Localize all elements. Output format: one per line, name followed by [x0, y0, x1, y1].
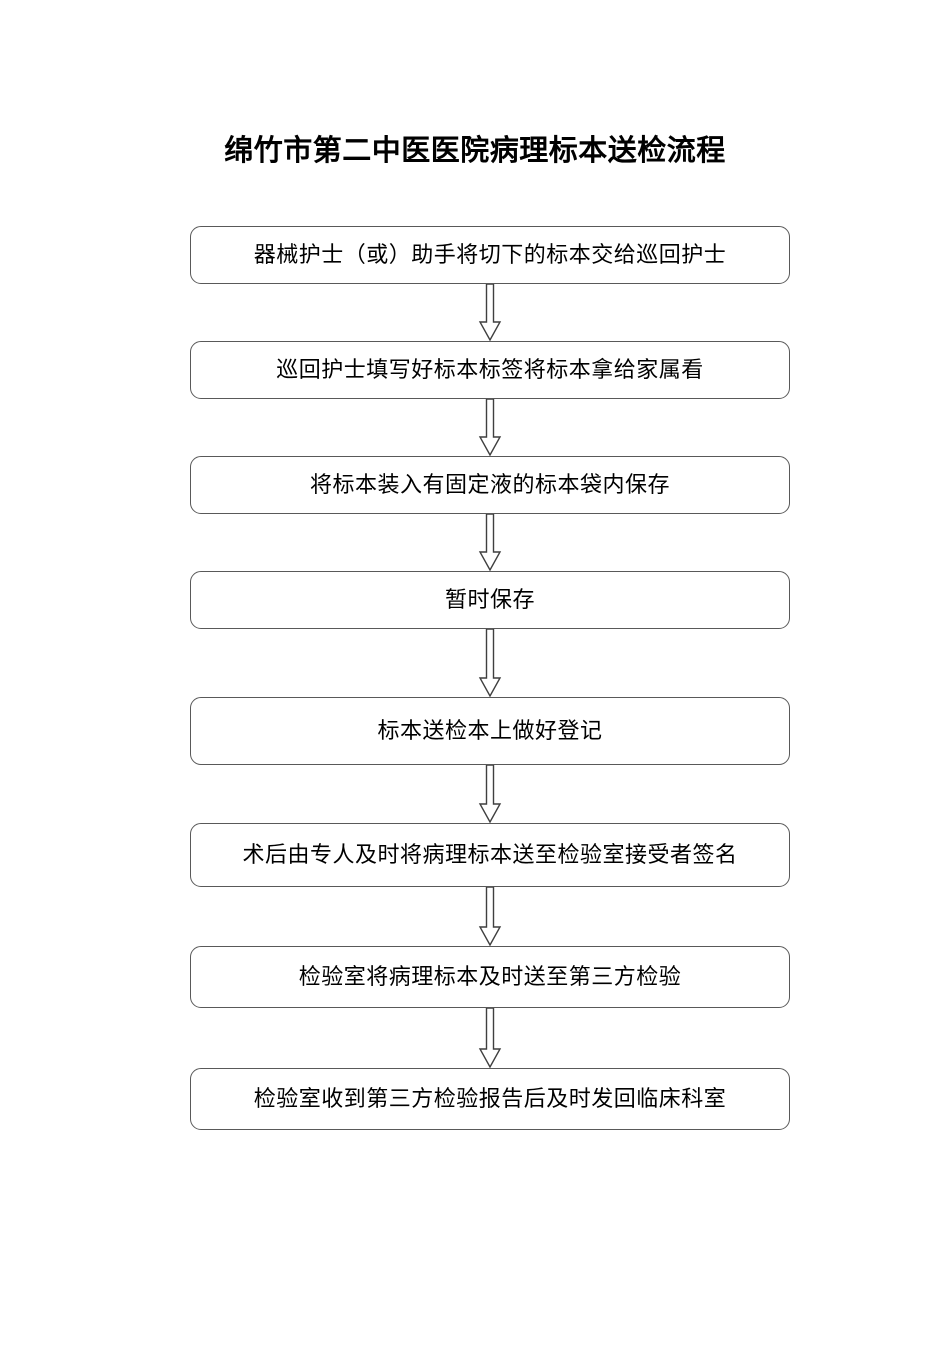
- flow-arrow-step-6-to-step-7: [477, 887, 503, 946]
- flow-arrow-step-4-to-step-5: [477, 629, 503, 697]
- flow-node-label: 器械护士（或）助手将切下的标本交给巡回护士: [253, 242, 727, 267]
- arrow-down-icon: [478, 399, 502, 456]
- page-title: 绵竹市第二中医医院病理标本送检流程: [224, 135, 726, 167]
- flow-node-label: 检验室将病理标本及时送至第三方检验: [298, 964, 682, 989]
- flow-node-step-2[interactable]: 巡回护士填写好标本标签将标本拿给家属看: [190, 341, 790, 399]
- arrow-down-icon: [478, 284, 502, 341]
- arrow-down-icon: [478, 514, 502, 571]
- arrow-down-icon: [478, 887, 502, 946]
- flow-arrow-step-1-to-step-2: [477, 284, 503, 341]
- flow-node-label: 将标本装入有固定液的标本袋内保存: [309, 472, 670, 497]
- arrow-down-icon: [478, 765, 502, 823]
- flow-node-step-8[interactable]: 检验室收到第三方检验报告后及时发回临床科室: [190, 1068, 790, 1130]
- flow-node-label: 检验室收到第三方检验报告后及时发回临床科室: [253, 1086, 727, 1111]
- flow-node-label: 术后由专人及时将病理标本送至检验室接受者签名: [242, 842, 738, 867]
- arrow-down-icon: [478, 629, 502, 697]
- flowchart: 器械护士（或）助手将切下的标本交给巡回护士 巡回护士填写好标本标签将标本拿给家属…: [190, 0, 790, 1345]
- flow-node-step-3[interactable]: 将标本装入有固定液的标本袋内保存: [190, 456, 790, 514]
- flow-node-step-4[interactable]: 暂时保存: [190, 571, 790, 629]
- arrow-down-icon: [478, 1008, 502, 1068]
- flow-node-step-1[interactable]: 器械护士（或）助手将切下的标本交给巡回护士: [190, 226, 790, 284]
- flow-node-step-6[interactable]: 术后由专人及时将病理标本送至检验室接受者签名: [190, 823, 790, 887]
- flow-node-label: 标本送检本上做好登记: [377, 718, 603, 743]
- flow-node-step-5[interactable]: 标本送检本上做好登记: [190, 697, 790, 765]
- flow-arrow-step-2-to-step-3: [477, 399, 503, 456]
- flow-arrow-step-3-to-step-4: [477, 514, 503, 571]
- flow-node-label: 巡回护士填写好标本标签将标本拿给家属看: [276, 357, 704, 382]
- flow-arrow-step-7-to-step-8: [477, 1008, 503, 1068]
- flow-node-step-7[interactable]: 检验室将病理标本及时送至第三方检验: [190, 946, 790, 1008]
- flow-arrow-step-5-to-step-6: [477, 765, 503, 823]
- flow-node-label: 暂时保存: [444, 587, 535, 612]
